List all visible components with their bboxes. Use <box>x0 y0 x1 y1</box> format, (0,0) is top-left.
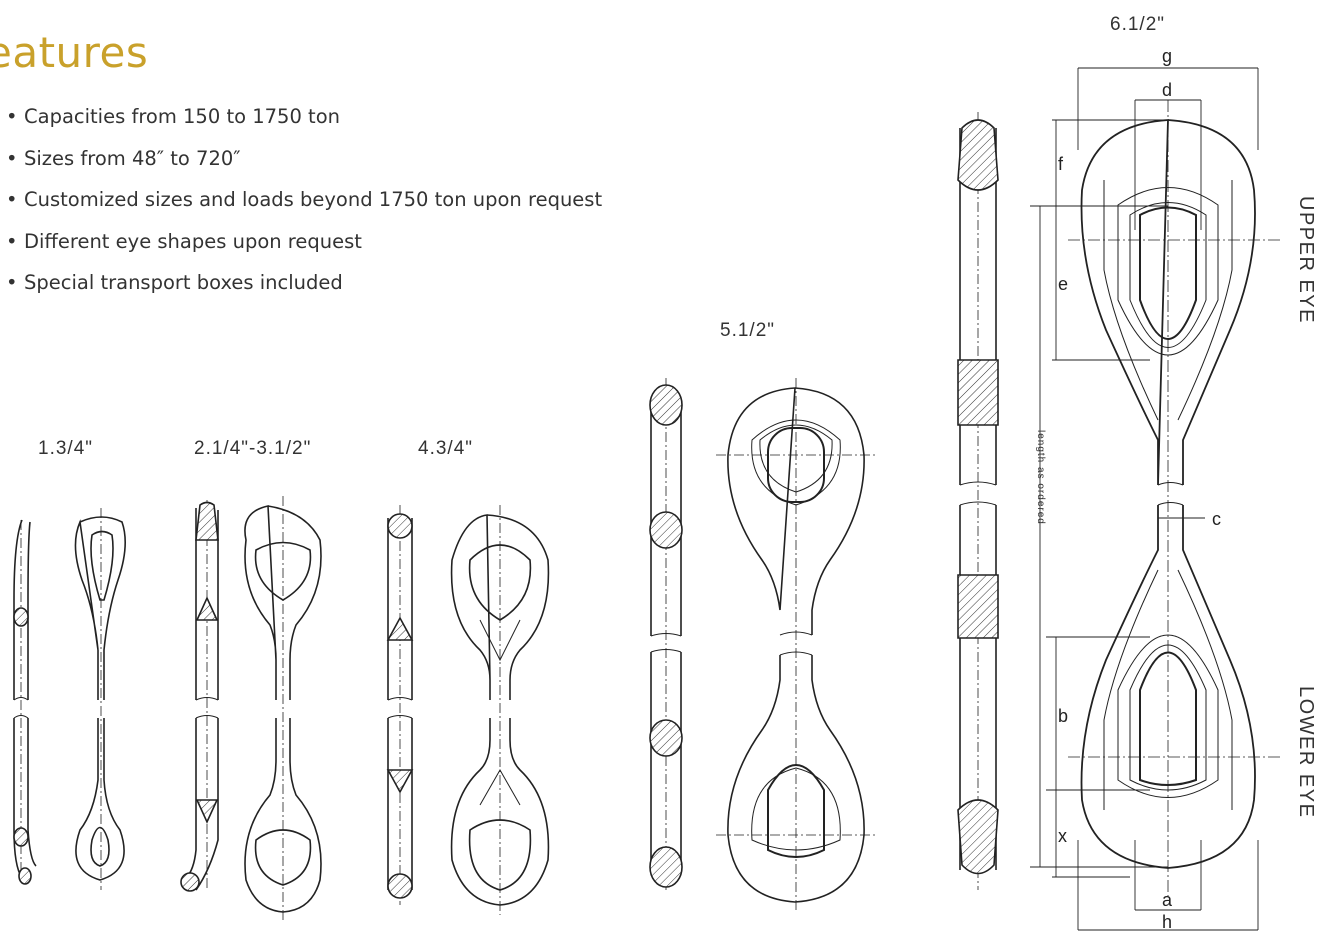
grommet-front-view-4 <box>716 378 876 912</box>
dimension-d-label: d <box>1162 80 1172 100</box>
dimension-h-label: h <box>1162 912 1172 932</box>
upper-eye-label: UPPER EYE <box>1295 196 1317 324</box>
grommet-front-view-5 <box>1068 100 1280 900</box>
feature-item: Sizes from 48″ to 720″ <box>4 138 602 180</box>
lower-eye-label: LOWER EYE <box>1295 686 1317 818</box>
length-label: length as ordered <box>1035 430 1046 525</box>
dimension-a-label: a <box>1162 890 1173 910</box>
size-label-5-1-2: 5.1/2" <box>720 320 775 341</box>
grommet-side-view-5 <box>957 112 999 890</box>
grommet-front-view-3 <box>450 505 550 915</box>
size-label-2-1-4: 2.1/4"-3.1/2" <box>194 438 311 459</box>
size-label-4-3-4: 4.3/4" <box>418 438 473 459</box>
dimension-f-label: f <box>1058 154 1064 174</box>
dimension-x-label: x <box>1058 826 1067 846</box>
grommet-side-view-1 <box>13 519 37 885</box>
grommet-side-view-3 <box>386 505 414 905</box>
feature-list: Capacities from 150 to 1750 ton Sizes fr… <box>4 96 602 304</box>
feature-item: Special transport boxes included <box>4 262 602 304</box>
dimension-lines <box>1030 67 1259 931</box>
grommet-side-view-2 <box>180 500 219 892</box>
size-label-6-1-2: 6.1/2" <box>1110 14 1165 35</box>
feature-item: Customized sizes and loads beyond 1750 t… <box>4 179 602 221</box>
dimension-e-label: e <box>1058 274 1068 294</box>
grommet-side-view-4 <box>649 378 683 890</box>
grommet-front-view-2 <box>244 496 322 920</box>
dimension-b-label: b <box>1058 706 1068 726</box>
dimension-g-label: g <box>1162 46 1172 66</box>
size-label-1-3-4: 1.3/4" <box>38 438 93 459</box>
grommet-front-view-1 <box>74 508 126 890</box>
feature-item: Capacities from 150 to 1750 ton <box>4 96 602 138</box>
feature-item: Different eye shapes upon request <box>4 221 602 263</box>
dimension-c-label: c <box>1212 509 1221 529</box>
page-title: eatures <box>0 28 149 77</box>
